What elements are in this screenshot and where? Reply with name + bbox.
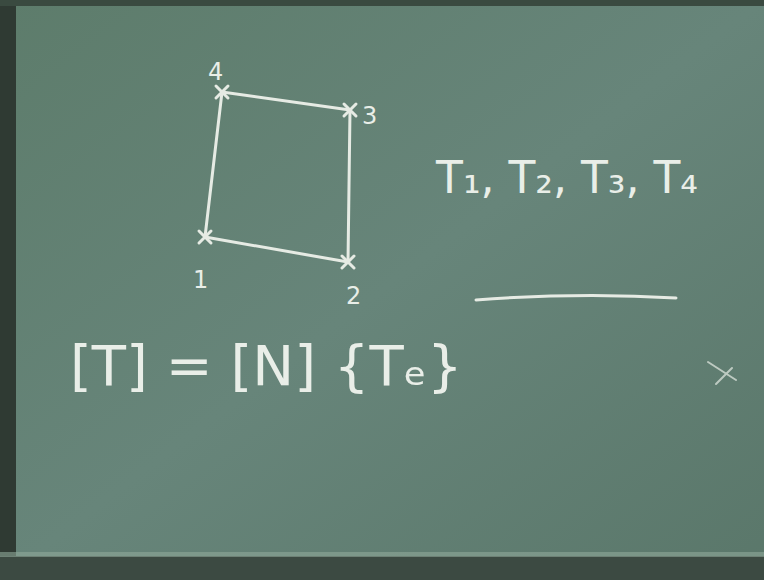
node-number: 4	[208, 60, 223, 84]
board-tray	[0, 556, 764, 580]
node-cross	[216, 86, 228, 98]
board-frame-top	[0, 0, 764, 6]
underline	[476, 295, 676, 300]
node-number: 2	[346, 284, 361, 308]
board-frame-left	[0, 0, 16, 580]
node-cross	[199, 231, 211, 243]
node-cross	[344, 104, 356, 116]
chalk-mark	[708, 362, 736, 384]
interpolation-equation: [T] = [N] {Tₑ}	[70, 338, 463, 394]
quad-outline	[205, 92, 350, 262]
node-number: 3	[362, 104, 377, 128]
nodal-temperatures: T₁, T₂, T₃, T₄	[436, 156, 698, 200]
node-number: 1	[193, 268, 208, 292]
node-cross	[342, 256, 354, 268]
tray-edge	[0, 552, 764, 557]
